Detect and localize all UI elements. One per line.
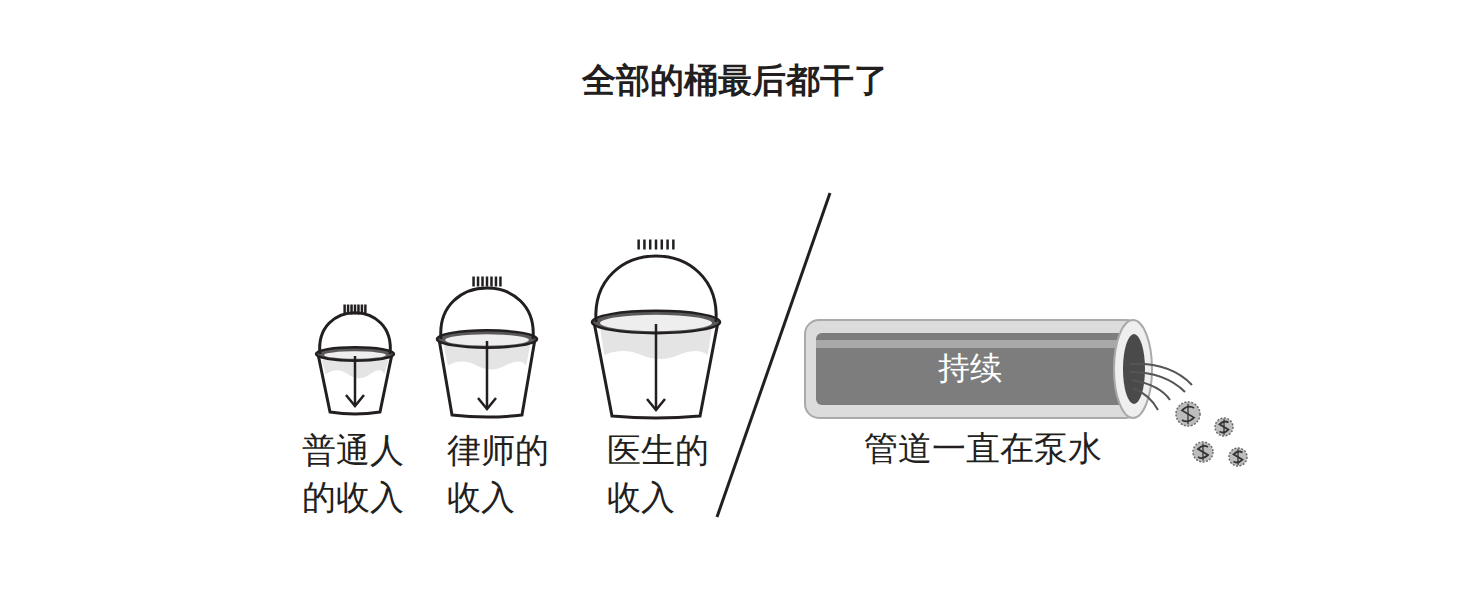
bucket-drawing	[316, 305, 394, 415]
diagram-title: 全部的桶最后都干了	[0, 58, 1469, 102]
income-label: 普通人 的收入	[302, 427, 414, 521]
money-icon	[1229, 448, 1247, 466]
income-label: 医生的 收入	[607, 427, 719, 521]
bucket-drawing	[592, 240, 720, 419]
pipe-caption: 管道一直在泵水	[864, 426, 1102, 470]
bucket-drawing	[437, 277, 537, 418]
money-icon	[1176, 402, 1200, 426]
money-icon	[1215, 418, 1233, 436]
pipe-drawing	[805, 320, 1192, 418]
pipe-label: 持续	[938, 347, 1002, 391]
pipe-node: 持续管道一直在泵水	[805, 320, 1140, 418]
bucket-node: 普通人 的收入	[302, 300, 414, 521]
bucket-node: 律师的 收入	[447, 270, 559, 521]
bucket-node: 医生的 收入	[607, 236, 719, 521]
income-label: 律师的 收入	[447, 427, 559, 521]
money-icon	[1193, 442, 1213, 462]
